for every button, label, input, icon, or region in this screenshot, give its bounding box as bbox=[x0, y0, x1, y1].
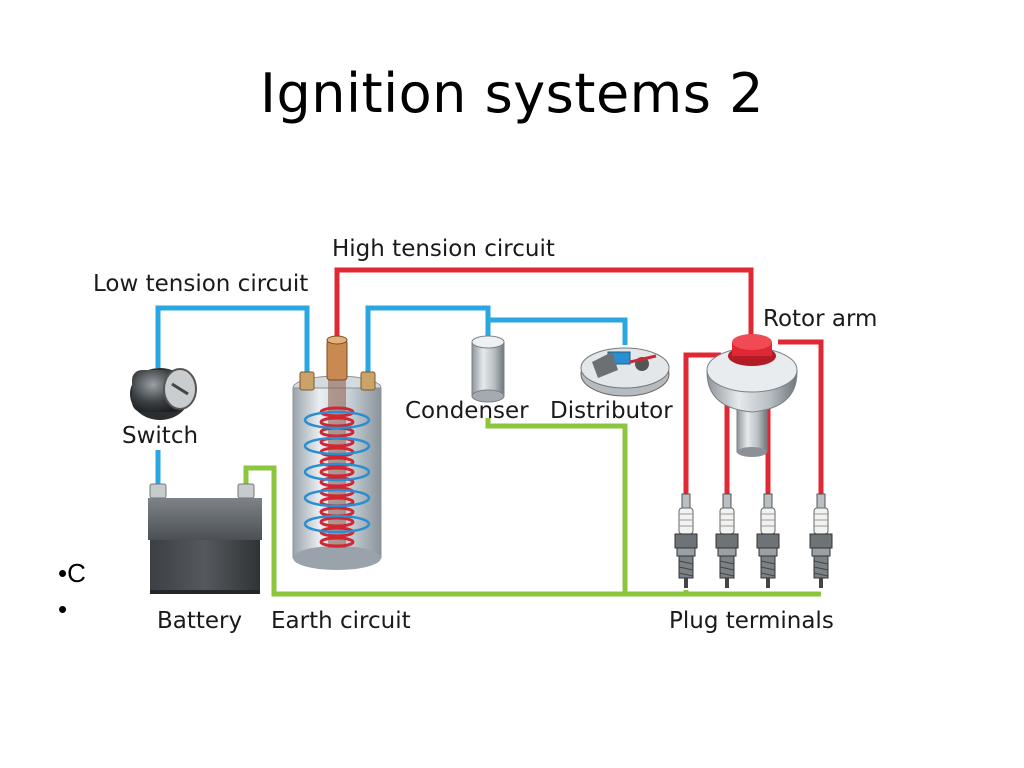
label-low-tension-circuit: Low tension circuit bbox=[93, 271, 308, 297]
bullet-text: C bbox=[67, 558, 86, 588]
label-condenser: Condenser bbox=[405, 398, 529, 424]
label-high-tension-circuit: High tension circuit bbox=[332, 236, 555, 262]
label-battery: Battery bbox=[157, 608, 242, 634]
bullet-item-2: • bbox=[58, 594, 67, 625]
label-earth-circuit: Earth circuit bbox=[271, 608, 411, 634]
ignition-coil bbox=[292, 335, 382, 570]
label-distributor: Distributor bbox=[550, 398, 673, 424]
rotor-arm-component bbox=[706, 334, 798, 457]
low-tension-wires bbox=[155, 305, 628, 488]
switch-component bbox=[130, 368, 197, 420]
label-rotor-arm: Rotor arm bbox=[763, 306, 877, 332]
bullet-item-1: •C bbox=[58, 558, 86, 589]
earth-circuit-wires bbox=[243, 418, 821, 597]
battery-component bbox=[148, 483, 262, 594]
bullet-mark: • bbox=[58, 558, 68, 588]
distributor-component bbox=[580, 347, 670, 397]
spark-plugs bbox=[674, 493, 833, 589]
condenser-component bbox=[471, 335, 505, 403]
label-plug-terminals: Plug terminals bbox=[669, 608, 834, 634]
slide-title: Ignition systems 2 bbox=[260, 62, 764, 125]
label-switch: Switch bbox=[122, 423, 198, 449]
bullet-mark: • bbox=[58, 594, 68, 624]
